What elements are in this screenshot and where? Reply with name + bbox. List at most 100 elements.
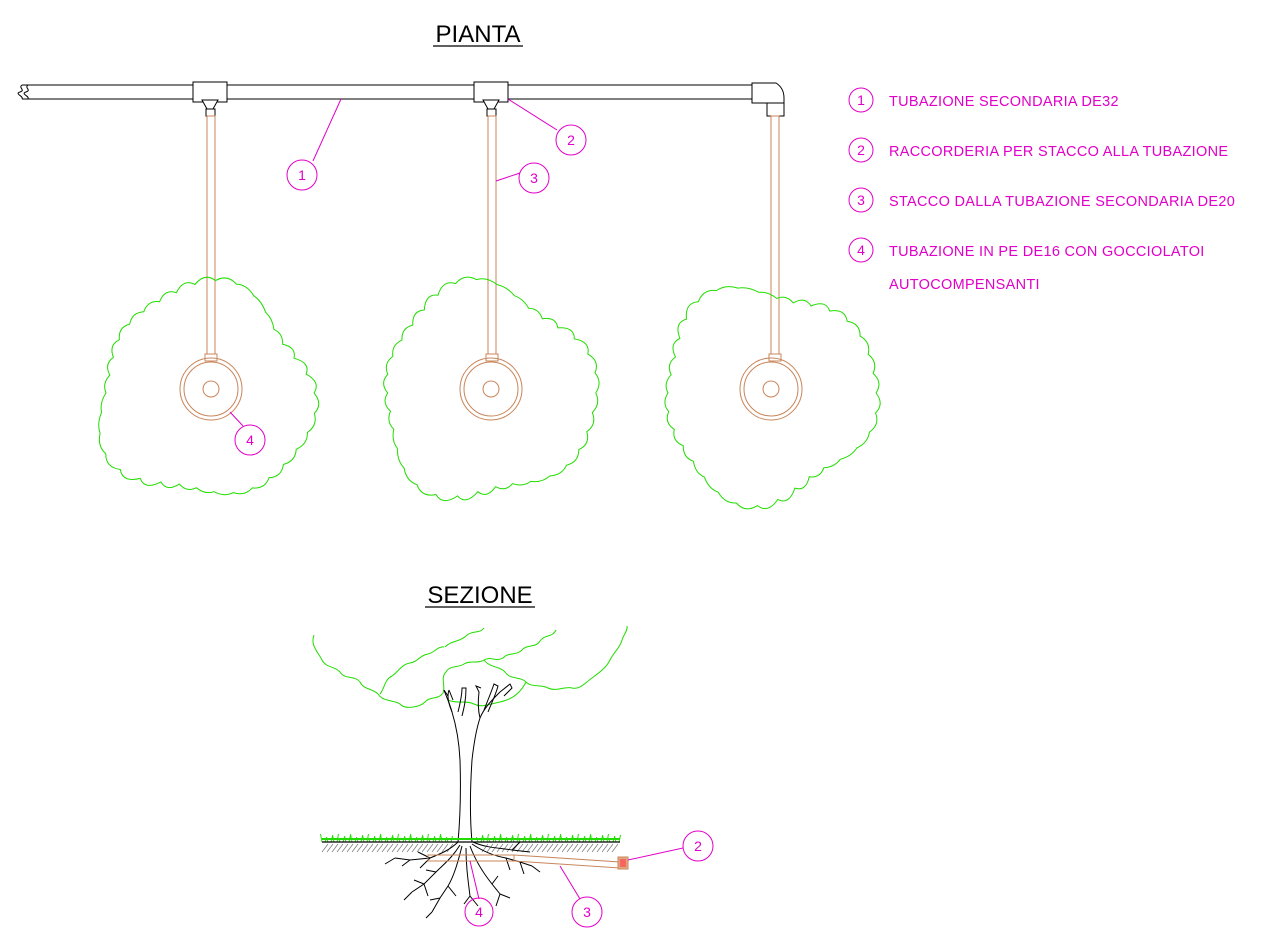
- soil-hatch-line: [546, 843, 554, 853]
- soil-hatch-line: [346, 843, 354, 853]
- soil-hatch-line: [561, 843, 569, 853]
- soil-hatch-line: [586, 843, 594, 853]
- drip-ring: [739, 357, 803, 421]
- svg-text:3: 3: [530, 170, 538, 186]
- soil-hatch-line: [581, 843, 589, 853]
- section-callout-bubble-4: 4: [464, 860, 494, 927]
- tree-canopy-outline: [383, 276, 600, 502]
- soil-hatch-line: [566, 843, 574, 853]
- plan-title-group: PIANTA: [433, 21, 523, 48]
- soil-hatch-line: [391, 843, 399, 853]
- soil-hatch-line: [526, 843, 534, 853]
- tree-trunk: [443, 683, 513, 843]
- svg-text:STACCO DALLA TUBAZIONE SECONDA: STACCO DALLA TUBAZIONE SECONDARIA DE20: [889, 194, 1235, 210]
- grass-blade: [320, 833, 323, 843]
- soil-hatch-line: [501, 843, 509, 853]
- svg-text:2: 2: [567, 132, 575, 148]
- branch-pipe-de20: [768, 115, 782, 362]
- svg-text:2: 2: [694, 838, 702, 854]
- soil-hatch-line: [411, 843, 419, 853]
- svg-text:4: 4: [246, 432, 254, 448]
- soil-hatch-line: [611, 843, 619, 853]
- soil-hatch-line: [431, 843, 439, 853]
- tree-canopy-outline: [98, 276, 320, 496]
- soil-hatch-line: [591, 843, 599, 853]
- soil-hatch-line: [406, 843, 414, 853]
- soil-hatch-line: [351, 843, 359, 853]
- svg-text:4: 4: [475, 904, 483, 920]
- tee-fitting: [473, 81, 509, 117]
- soil-hatch-line: [356, 843, 364, 853]
- soil-hatch-line: [486, 843, 494, 853]
- legend-item-2: 2 RACCORDERIA PER STACCO ALLA TUBAZIONE: [848, 137, 1228, 163]
- plan-title: PIANTA: [436, 21, 521, 48]
- soil-hatch-line: [326, 843, 334, 853]
- section-title-group: SEZIONE: [425, 582, 535, 609]
- soil-hatch-line: [606, 843, 614, 853]
- soil-hatch-line: [541, 843, 549, 853]
- section-callout-bubble-3: 3: [559, 865, 603, 928]
- callout-bubble-3: 3: [495, 162, 550, 194]
- callout-bubble-1: 1: [286, 98, 342, 191]
- tree-roots: [384, 841, 541, 919]
- soil-hatch-line: [416, 843, 424, 853]
- branch-pipe-de20: [204, 115, 218, 362]
- soil-hatch-line: [521, 843, 529, 853]
- svg-text:AUTOCOMPENSANTI: AUTOCOMPENSANTI: [889, 277, 1040, 293]
- soil-hatch: [321, 843, 619, 853]
- soil-hatch-line: [421, 843, 429, 853]
- soil-hatch-line: [436, 843, 444, 853]
- soil-hatch-line: [536, 843, 544, 853]
- soil-hatch-line: [531, 843, 539, 853]
- soil-hatch-line: [376, 843, 384, 853]
- soil-hatch-line: [341, 843, 349, 853]
- soil-hatch-line: [441, 843, 449, 853]
- soil-hatch-line: [576, 843, 584, 853]
- soil-hatch-line: [426, 843, 434, 853]
- callout-bubble-2: 2: [507, 98, 587, 156]
- soil-hatch-line: [331, 843, 339, 853]
- svg-text:TUBAZIONE SECONDARIA DE32: TUBAZIONE SECONDARIA DE32: [889, 94, 1119, 110]
- svg-text:2: 2: [857, 142, 865, 158]
- grass-strip: [320, 833, 621, 843]
- section-title: SEZIONE: [427, 582, 532, 609]
- callout-bubble-4: 4: [229, 411, 266, 456]
- drip-ring: [179, 357, 243, 421]
- tree-canopies: [98, 276, 881, 510]
- legend-item-3: 3 STACCO DALLA TUBAZIONE SECONDARIA DE20: [848, 187, 1235, 213]
- legend-item-1: 1 TUBAZIONE SECONDARIA DE32: [848, 87, 1119, 113]
- soil-hatch-line: [321, 843, 329, 853]
- svg-text:3: 3: [857, 192, 865, 208]
- svg-text:1: 1: [298, 167, 306, 183]
- soil-hatch-line: [371, 843, 379, 853]
- soil-hatch-line: [381, 843, 389, 853]
- tee-fitting: [192, 81, 228, 117]
- soil-hatch-line: [401, 843, 409, 853]
- soil-hatch-line: [361, 843, 369, 853]
- soil-hatch-line: [556, 843, 564, 853]
- soil-hatch-line: [506, 843, 514, 853]
- tree-canopy-outline: [664, 286, 881, 510]
- soil-hatch-line: [396, 843, 404, 853]
- soil-hatch-line: [386, 843, 394, 853]
- branch-pipe-de20: [485, 115, 499, 362]
- svg-text:4: 4: [857, 242, 865, 258]
- soil-hatch-line: [601, 843, 609, 853]
- svg-text:3: 3: [583, 904, 591, 920]
- svg-text:TUBAZIONE IN PE DE16 CON GOCCI: TUBAZIONE IN PE DE16 CON GOCCIOLATOI: [889, 244, 1205, 260]
- legend-item-4: 4 TUBAZIONE IN PE DE16 CON GOCCIOLATOI A…: [848, 237, 1205, 293]
- section-callout-bubble-2: 2: [627, 830, 714, 862]
- svg-text:1: 1: [857, 92, 865, 108]
- soil-hatch-line: [596, 843, 604, 853]
- section-branch-pipe: [427, 854, 629, 870]
- svg-text:RACCORDERIA PER STACCO ALLA TU: RACCORDERIA PER STACCO ALLA TUBAZIONE: [889, 144, 1228, 160]
- secondary-pipe-de32: [17, 82, 785, 117]
- soil-hatch-line: [336, 843, 344, 853]
- drip-ring: [459, 357, 523, 421]
- soil-hatch-line: [571, 843, 579, 853]
- soil-hatch-line: [366, 843, 374, 853]
- section-canopy: [312, 625, 628, 708]
- soil-hatch-line: [551, 843, 559, 853]
- legend: 1 TUBAZIONE SECONDARIA DE32 2 RACCORDERI…: [848, 87, 1235, 293]
